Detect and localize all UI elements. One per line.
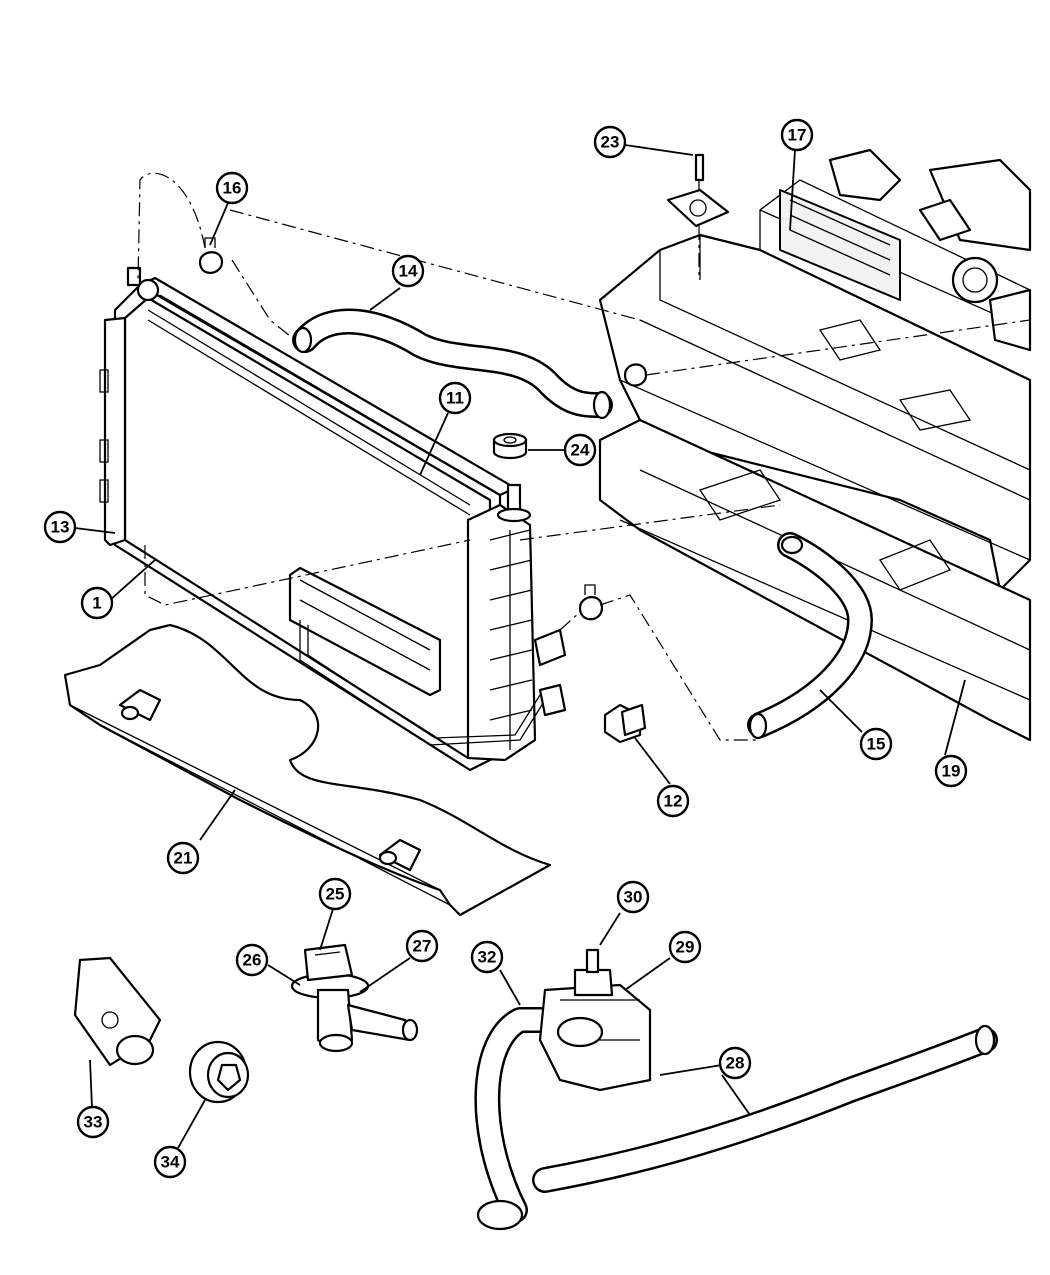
- callout-24: 24: [563, 433, 597, 467]
- callout-14-label: 14: [399, 262, 418, 281]
- lower-radiator-hose: [747, 532, 873, 740]
- callout-29: 29: [668, 930, 702, 964]
- callout-34: 34: [153, 1145, 187, 1179]
- callout-27-label: 27: [413, 937, 432, 956]
- callout-28: 28: [718, 1046, 752, 1080]
- coolant-outlet-adapter: [73, 956, 162, 1067]
- callout-13: 13: [43, 510, 77, 544]
- callout-12: 12: [656, 784, 690, 818]
- callout-13-label: 13: [51, 518, 70, 537]
- callout-21: 21: [166, 841, 200, 875]
- block-heater-plug: [188, 1040, 250, 1104]
- callout-16: 16: [215, 171, 249, 205]
- callout-24-label: 24: [571, 441, 590, 460]
- callout-19-label: 19: [942, 762, 961, 781]
- callout-34-label: 34: [161, 1153, 180, 1172]
- radiator-assembly: [99, 266, 567, 772]
- callout-1-label: 1: [92, 594, 101, 613]
- callout-21-label: 21: [174, 849, 193, 868]
- callout-26-label: 26: [243, 951, 262, 970]
- callout-29-label: 29: [676, 938, 695, 957]
- callout-23: 23: [593, 125, 627, 159]
- upper-radiator-hose: [292, 308, 613, 420]
- callout-19: 19: [934, 754, 968, 788]
- callout-25-label: 25: [326, 885, 345, 904]
- callout-30: 30: [616, 880, 650, 914]
- lower-air-shield: [63, 623, 552, 917]
- assembly-dashed-lines: [137, 172, 1031, 741]
- callout-1: 1: [80, 586, 114, 620]
- hose-clamps: [198, 237, 648, 621]
- callout-33-label: 33: [84, 1113, 103, 1132]
- callout-17: 17: [780, 118, 814, 152]
- callout-14: 14: [391, 254, 425, 288]
- callout-32-label: 32: [478, 948, 497, 967]
- callout-15-label: 15: [867, 735, 886, 754]
- callout-30-label: 30: [624, 888, 643, 907]
- callout-11: 11: [438, 381, 472, 415]
- vehicle-front-structure: [598, 148, 1032, 742]
- callout-23-label: 23: [601, 133, 620, 152]
- callout-11-label: 11: [446, 389, 464, 408]
- callout-17-label: 17: [788, 126, 807, 145]
- callout-16-label: 16: [223, 179, 242, 198]
- callout-33: 33: [76, 1105, 110, 1139]
- radiator-cap: [492, 432, 528, 460]
- thermostat-housing: [290, 943, 419, 1053]
- water-pump-assembly: [474, 948, 998, 1231]
- callout-15: 15: [859, 727, 893, 761]
- callout-26: 26: [235, 943, 269, 977]
- leader-lines: [74, 144, 966, 1149]
- callout-27: 27: [405, 929, 439, 963]
- callout-28-label: 28: [726, 1054, 745, 1073]
- callout-32: 32: [470, 940, 504, 974]
- bracket-clip: [603, 703, 647, 744]
- callout-12-label: 12: [664, 792, 683, 811]
- callout-25: 25: [318, 877, 352, 911]
